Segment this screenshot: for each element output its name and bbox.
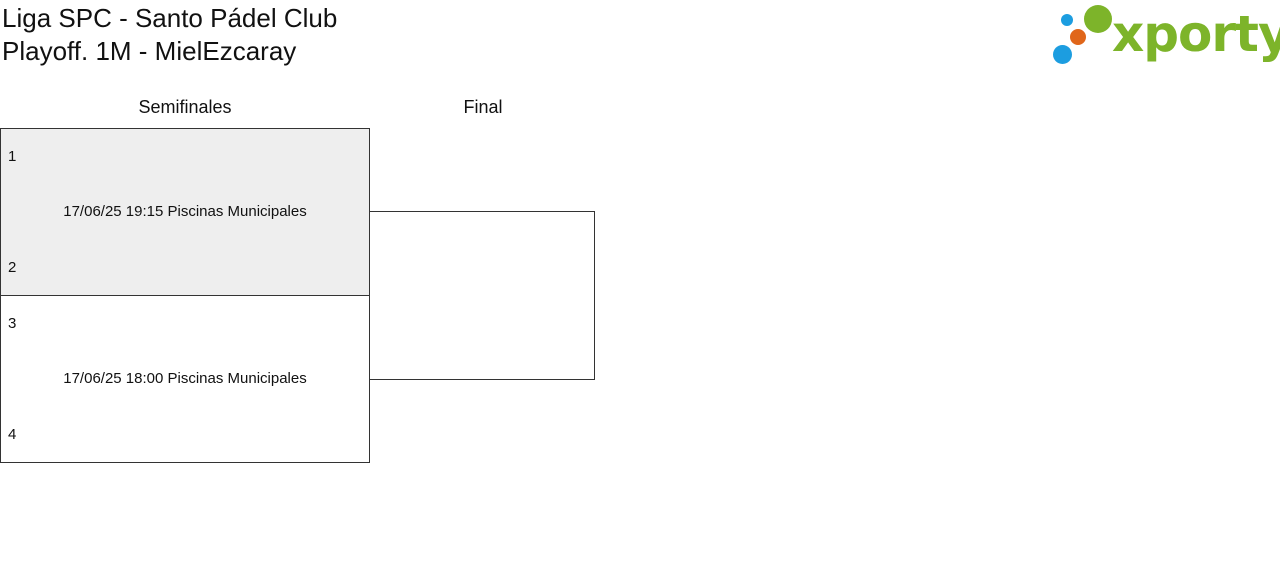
round-label-semifinales: Semifinales: [138, 97, 232, 117]
match-info: 17/06/25 19:15 Piscinas Municipales: [63, 203, 307, 220]
logo-dot-orange: [1070, 29, 1086, 45]
seed-bottom: 2: [8, 259, 17, 276]
round-label-final: Final: [463, 97, 503, 117]
logo-dot-green: [1084, 5, 1112, 33]
logo-wordmark: xporty: [1112, 5, 1280, 63]
title-line-2: Playoff. 1M - MielEzcaray: [2, 36, 297, 66]
seed-top: 1: [8, 148, 17, 165]
xporty-logo[interactable]: xporty: [1050, 4, 1280, 68]
match-semifinal-2[interactable]: 3 17/06/25 18:00 Piscinas Municipales 4: [0, 295, 370, 463]
match-final[interactable]: [370, 211, 595, 380]
seed-bottom: 4: [8, 426, 17, 443]
title-line-1: Liga SPC - Santo Pádel Club: [2, 3, 338, 33]
logo-dot-blue-large: [1053, 45, 1072, 64]
match-semifinal-1[interactable]: 1 17/06/25 19:15 Piscinas Municipales 2: [0, 128, 370, 296]
logo-dot-blue-small: [1061, 14, 1073, 26]
match-info: 17/06/25 18:00 Piscinas Municipales: [63, 370, 307, 387]
seed-top: 3: [8, 315, 17, 332]
page-title: Liga SPC - Santo Pádel Club Playoff. 1M …: [2, 2, 337, 68]
